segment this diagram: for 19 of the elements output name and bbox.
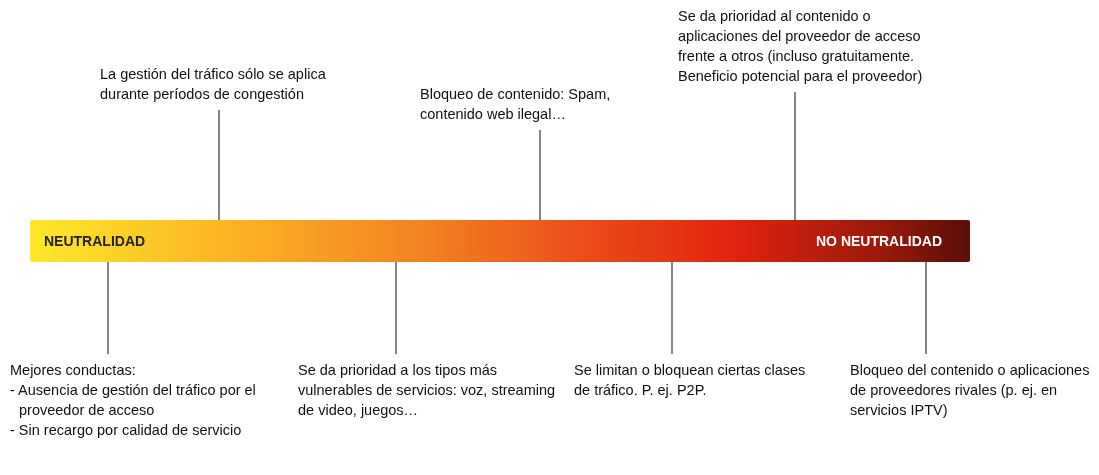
leader-line [107, 261, 109, 355]
leader-line [218, 109, 220, 221]
callout-text: Se da prioridad a los tipos más vulnerables de servicios: voz, streaming de video, juegos… [298, 360, 558, 420]
callout-text: Se limitan o bloquean ciertas clases de tráfico. P. ej. P2P. [574, 360, 824, 400]
scale-end-label: NO NEUTRALIDAD [816, 232, 942, 251]
leader-line [671, 261, 673, 355]
leader-line [539, 129, 541, 221]
list-item: - Sin recargo por calidad de servicio [10, 421, 243, 440]
leader-line [395, 261, 397, 355]
callout-text: Se da prioridad al contenido o aplicaciones del proveedor de acceso frente a otros (incluso gratuitamente. Beneficio potencial para el proveedor) [678, 6, 938, 86]
callout-text: La gestión del tráfico sólo se aplica durante períodos de congestión [100, 64, 350, 104]
gradient-bar [30, 220, 970, 262]
callout-text: Bloqueo de contenido: Spam, contenido web ilegal… [420, 84, 660, 124]
leader-line [794, 91, 796, 221]
leader-line [925, 261, 927, 355]
callout-text: Bloqueo del contenido o aplicaciones de proveedores rivales (p. ej. en servicios IPTV) [850, 360, 1098, 420]
callout-heading: Mejores conductas: [10, 361, 137, 380]
list-item: - Ausencia de gestión del tráfico por el proveedor de acceso [10, 381, 257, 420]
scale-start-label: NEUTRALIDAD [44, 232, 146, 251]
